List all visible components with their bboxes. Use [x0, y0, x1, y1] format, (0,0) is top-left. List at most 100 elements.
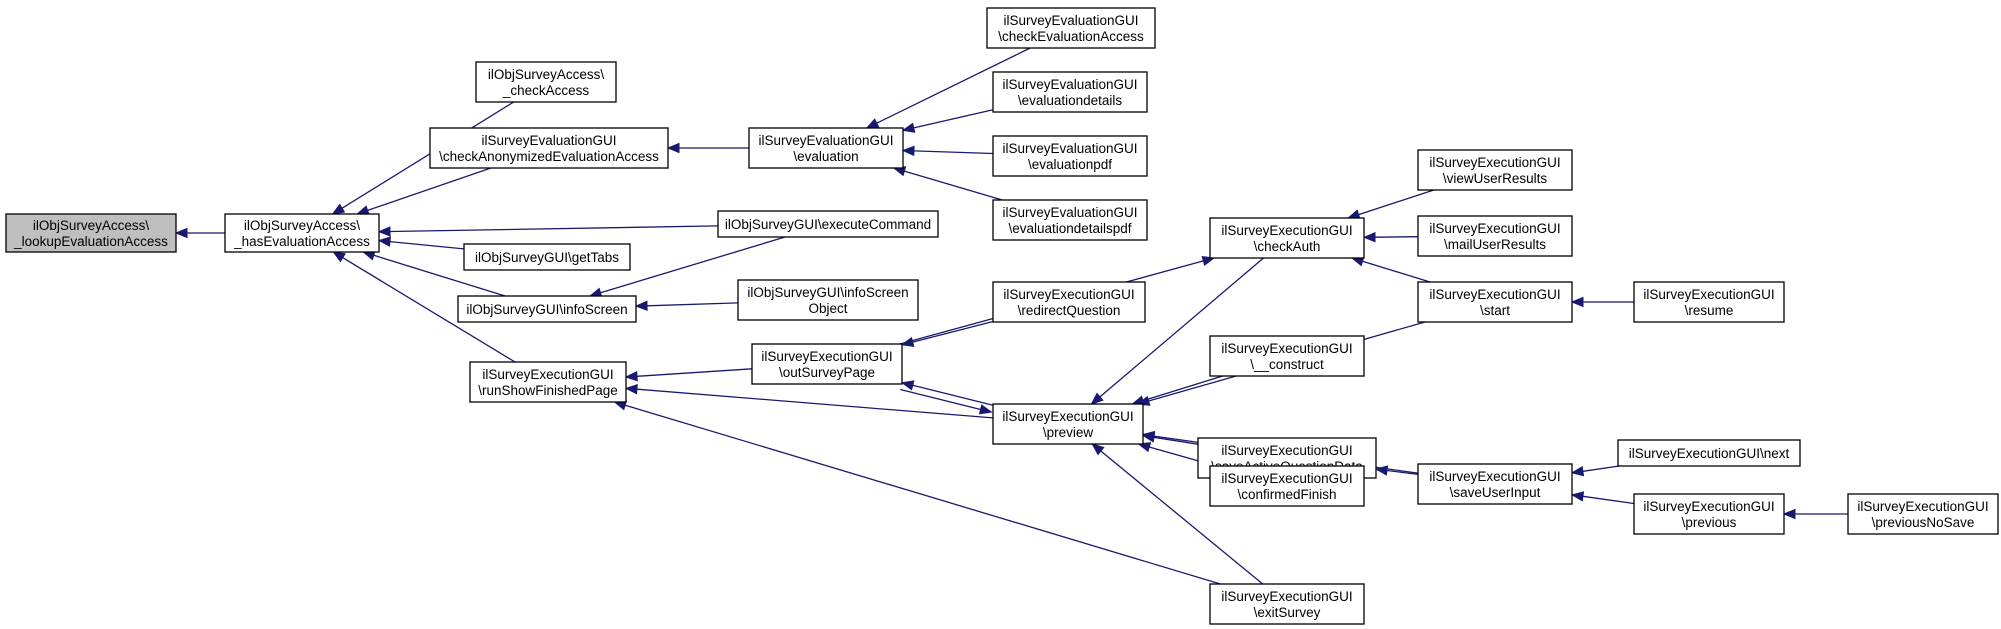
node-label: _hasEvaluationAccess: [233, 234, 370, 249]
arrowhead: [865, 118, 880, 129]
edge-execCmd-to-hasEval: [377, 225, 719, 237]
edge-next-to-saveUser: [1570, 465, 1620, 477]
node-saveUser[interactable]: ilSurveyExecutionGUI\saveUserInput: [1417, 463, 1573, 505]
node-construct[interactable]: ilSurveyExecutionGUI\__construct: [1209, 335, 1365, 377]
node-label: \checkAnonymizedEvaluationAccess: [439, 149, 659, 164]
edge-viewUser-to-checkAuth: [1346, 189, 1435, 220]
node-label: \outSurveyPage: [779, 365, 875, 380]
edge-checkEvalAccess-to-evaluation: [865, 47, 1031, 129]
node-label: \__construct: [1250, 357, 1324, 372]
edge-mailUser-to-checkAuth: [1362, 231, 1419, 243]
node-evalPdf[interactable]: ilSurveyEvaluationGUI\evaluationpdf: [992, 135, 1148, 177]
node-label: \resume: [1685, 303, 1734, 318]
node-box: [1847, 493, 1999, 535]
node-label: ilSurveyEvaluationGUI: [758, 133, 893, 148]
arrowhead: [901, 145, 915, 157]
edge-evalPdf-to-evaluation: [901, 145, 994, 157]
edge-outSurvey-to-runShow: [624, 368, 753, 382]
node-label: \evaluation: [793, 149, 858, 164]
node-box: [1209, 583, 1365, 625]
node-viewUser[interactable]: ilSurveyExecutionGUI\viewUserResults: [1417, 149, 1573, 191]
node-box: [463, 243, 631, 271]
node-label: ilSurveyExecutionGUI: [1221, 471, 1352, 486]
node-resume[interactable]: ilSurveyExecutionGUI\resume: [1633, 281, 1785, 323]
node-box: [1633, 281, 1785, 323]
node-previous[interactable]: ilSurveyExecutionGUI\previous: [1633, 493, 1785, 535]
node-box: [1617, 439, 1801, 467]
arrowhead: [1137, 442, 1152, 453]
node-label: ilObjSurveyAccess\: [488, 67, 605, 82]
node-prevNoSave[interactable]: ilSurveyExecutionGUI\previousNoSave: [1847, 493, 1999, 535]
node-label: \runShowFinishedPage: [478, 383, 618, 398]
node-next[interactable]: ilSurveyExecutionGUI\next: [1617, 439, 1801, 467]
node-start[interactable]: ilSurveyExecutionGUI\start: [1417, 281, 1573, 323]
node-label: ilSurveyExecutionGUI: [1429, 221, 1560, 236]
node-label: ilSurveyExecutionGUI: [1857, 499, 1988, 514]
node-box: [469, 361, 627, 403]
arrowhead: [1141, 430, 1156, 442]
node-label: ilSurveyEvaluationGUI: [1002, 77, 1137, 92]
node-label: ilObjSurveyAccess\: [33, 218, 150, 233]
edge-checkAuth-to-preview: [1090, 257, 1264, 405]
node-box: [475, 61, 617, 103]
edge-exitSurvey-to-preview: [1091, 443, 1264, 585]
node-hasEval[interactable]: ilObjSurveyAccess\_hasEvaluationAccess: [224, 213, 380, 253]
node-outSurvey[interactable]: ilSurveyExecutionGUI\outSurveyPage: [751, 343, 903, 385]
node-label: \start: [1480, 303, 1510, 318]
arrowhead: [174, 227, 188, 239]
node-box: [1209, 465, 1365, 507]
node-label: ilObjSurveyAccess\: [244, 218, 361, 233]
node-checkAccess[interactable]: ilObjSurveyAccess\_checkAccess: [475, 61, 617, 103]
node-label: ilSurveyExecutionGUI: [1221, 223, 1352, 238]
node-box: [1417, 463, 1573, 505]
node-label: ilSurveyExecutionGUI: [482, 367, 613, 382]
node-exitSurvey[interactable]: ilSurveyExecutionGUI\exitSurvey: [1209, 583, 1365, 625]
arrowhead: [1091, 443, 1105, 456]
node-label: ilObjSurveyGUI\executeCommand: [725, 217, 931, 232]
node-checkEvalAccess[interactable]: ilSurveyEvaluationGUI\checkEvaluationAcc…: [986, 7, 1156, 49]
node-evaluation[interactable]: ilSurveyEvaluationGUI\evaluation: [748, 127, 904, 169]
arrowhead: [1374, 465, 1389, 476]
edges-layer: [174, 47, 1848, 585]
edge-outSurvey-to-preview: [900, 388, 993, 415]
node-runShow[interactable]: ilSurveyExecutionGUI\runShowFinishedPage: [469, 361, 627, 403]
node-box: [992, 135, 1148, 177]
node-label: ilSurveyExecutionGUI: [1003, 287, 1134, 302]
node-box: [1633, 493, 1785, 535]
node-checkAuth[interactable]: ilSurveyExecutionGUI\checkAuth: [1209, 217, 1365, 259]
node-label: ilSurveyExecutionGUI: [1221, 443, 1352, 458]
node-box: [1417, 281, 1573, 323]
node-lookup[interactable]: ilObjSurveyAccess\_lookupEvaluationAcces…: [5, 213, 177, 253]
edge-evaluation-to-checkAnon: [666, 142, 749, 154]
node-label: ilSurveyExecutionGUI: [1429, 155, 1560, 170]
node-confirmed[interactable]: ilSurveyExecutionGUI\confirmedFinish: [1209, 465, 1365, 507]
node-redirect[interactable]: ilSurveyExecutionGUI\redirectQuestion: [992, 281, 1146, 323]
arrowhead: [1090, 392, 1104, 405]
node-execCmd[interactable]: ilObjSurveyGUI\executeCommand: [717, 210, 939, 238]
node-label: \saveUserInput: [1450, 485, 1541, 500]
arrowhead: [1570, 491, 1585, 502]
arrowhead: [332, 251, 346, 263]
node-label: ilSurveyEvaluationGUI: [481, 133, 616, 148]
node-checkAnon[interactable]: ilSurveyEvaluationGUI\checkAnonymizedEva…: [429, 127, 669, 169]
edge-runShow-to-hasEval: [332, 251, 516, 363]
node-label: ilSurveyExecutionGUI\next: [1629, 446, 1790, 461]
edge-resume-to-start: [1570, 296, 1634, 308]
node-mailUser[interactable]: ilSurveyExecutionGUI\mailUserResults: [1417, 215, 1573, 257]
node-box: [992, 281, 1146, 323]
node-box: [737, 279, 919, 321]
node-preview[interactable]: ilSurveyExecutionGUI\preview: [992, 403, 1144, 445]
arrowhead: [900, 380, 915, 391]
node-box: [717, 210, 939, 238]
node-infoScreen[interactable]: ilObjSurveyGUI\infoScreen: [457, 295, 637, 323]
node-evalDetails[interactable]: ilSurveyEvaluationGUI\evaluationdetails: [992, 71, 1148, 113]
arrowhead: [1570, 296, 1584, 308]
node-label: ilSurveyEvaluationGUI: [1002, 141, 1137, 156]
edge-preview-to-runShow: [624, 383, 994, 419]
node-evalDetailsPdf[interactable]: ilSurveyEvaluationGUI\evaluationdetailsp…: [992, 199, 1148, 241]
edge-prevNoSave-to-previous: [1782, 508, 1848, 520]
edge-saveUser-to-saveActive: [1374, 465, 1419, 476]
node-getTabs[interactable]: ilObjSurveyGUI\getTabs: [463, 243, 631, 271]
